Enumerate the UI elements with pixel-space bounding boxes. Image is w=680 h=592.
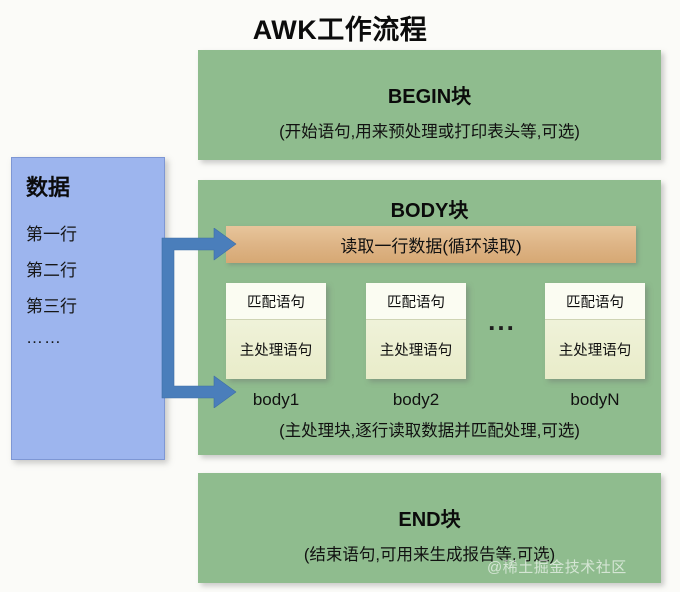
begin-block-title: BEGIN块 [387, 86, 472, 108]
body-block-caption: (主处理块,逐行读取数据并匹配处理,可选) [279, 422, 580, 440]
read-line-bar: 读取一行数据(循环读取) [226, 226, 636, 263]
body-card-2: 匹配语句 主处理语句 [366, 283, 466, 379]
data-line-2: 第二行 [26, 261, 77, 280]
action-statement-n: 主处理语句 [558, 343, 632, 359]
action-statement-2: 主处理语句 [379, 343, 453, 359]
end-block: END块 (结束语句,可用来生成报告等,可选) [198, 473, 661, 583]
body-card-label-n: bodyN [570, 390, 620, 409]
begin-block-caption: (开始语句,用来预处理或打印表头等,可选) [279, 123, 580, 141]
begin-block: BEGIN块 (开始语句,用来预处理或打印表头等,可选) [198, 50, 661, 160]
body-card-label-2: body2 [392, 390, 440, 409]
body-card-1: 匹配语句 主处理语句 [226, 283, 326, 379]
end-block-caption: (结束语句,可用来生成报告等,可选) [303, 546, 556, 564]
match-statement-2: 匹配语句 [366, 283, 466, 320]
data-to-body-arrow-icon [161, 228, 237, 408]
body-card-label-1: body1 [252, 390, 300, 409]
data-line-3: 第三行 [26, 297, 77, 316]
data-box-title: 数据 [26, 175, 71, 200]
data-box: 数据 第一行 第二行 第三行 …… [11, 157, 165, 460]
action-statement-1: 主处理语句 [239, 343, 313, 359]
match-statement-n: 匹配语句 [545, 283, 645, 320]
data-line-ellipsis: …… [26, 328, 62, 347]
end-block-title: END块 [398, 509, 461, 531]
match-statement-1: 匹配语句 [226, 283, 326, 320]
watermark: @稀土掘金技术社区 [487, 559, 627, 576]
body-block-title: BODY块 [390, 200, 469, 222]
data-line-1: 第一行 [26, 225, 77, 244]
body-cards-ellipsis: ... [488, 306, 516, 336]
body-card-n: 匹配语句 主处理语句 [545, 283, 645, 379]
page-title: AWK工作流程 [252, 15, 428, 45]
